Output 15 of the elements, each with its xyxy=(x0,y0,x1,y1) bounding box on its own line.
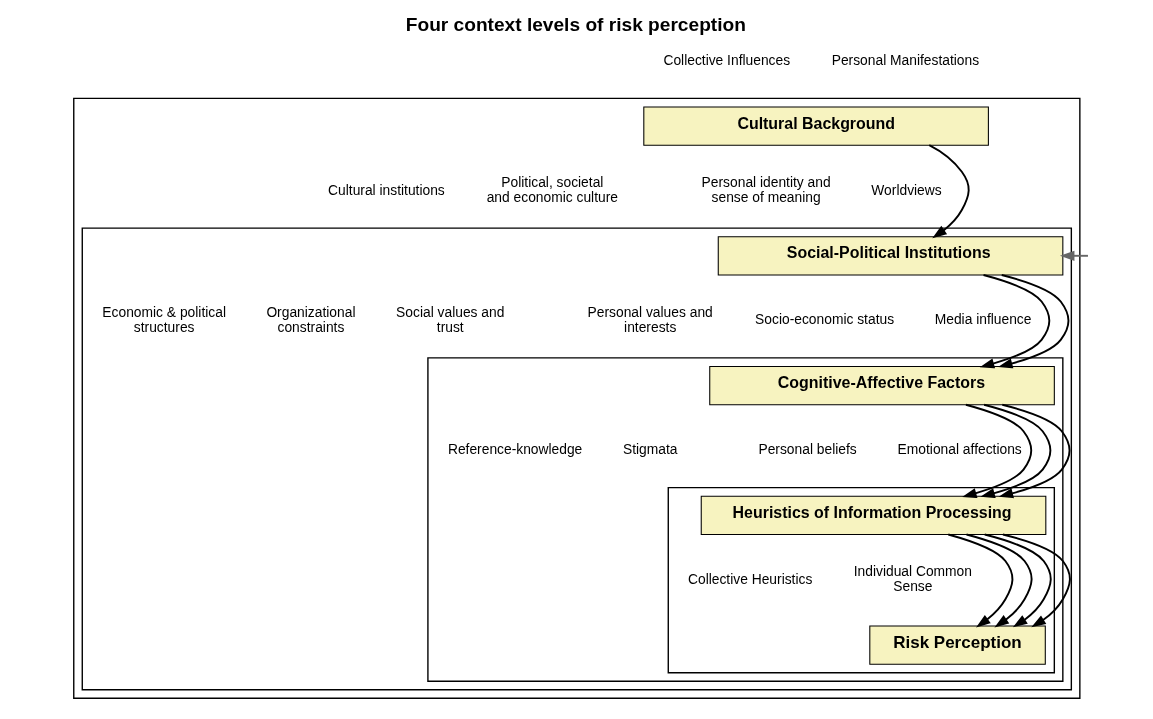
node-box: Risk Perception xyxy=(868,625,1046,665)
arrow xyxy=(1001,533,1071,628)
arrow xyxy=(1059,250,1089,261)
arrow xyxy=(946,533,1013,628)
label: Collective Influences xyxy=(662,51,790,68)
arrow xyxy=(983,533,1052,628)
arrow xyxy=(961,403,1032,498)
arrow xyxy=(979,274,1050,369)
arrow xyxy=(927,144,970,239)
arrow xyxy=(997,274,1069,369)
arrow xyxy=(965,533,1033,628)
arrow xyxy=(998,403,1070,499)
label: Personal Manifestations xyxy=(831,51,979,68)
arrow xyxy=(979,403,1051,499)
diagram-title: Four context levels of risk perception xyxy=(405,13,746,35)
